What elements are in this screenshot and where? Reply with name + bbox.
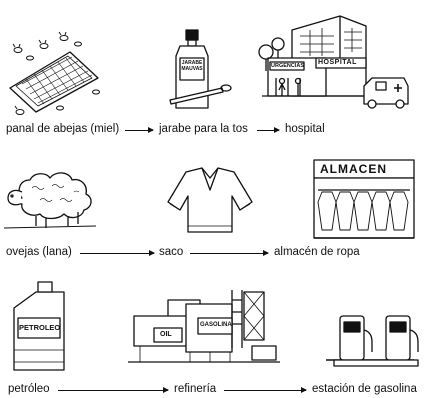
arrow-row3-b: [224, 387, 307, 393]
arrow-row2-b: [190, 250, 269, 256]
store-sign-text: ALMACEN: [320, 162, 387, 176]
label-sweater: saco: [159, 246, 184, 258]
sweater-image: [167, 167, 253, 233]
label-cough-syrup: jarabe para la tos: [159, 123, 248, 135]
arrow-row2-a: [80, 250, 155, 256]
label-sheep: ovejas (lana): [6, 246, 72, 258]
label-hospital: hospital: [285, 123, 325, 135]
clothing-store-image: [313, 159, 415, 239]
barrel-label-text: PETROLEO: [19, 323, 61, 332]
oil-barrel-image: [13, 281, 65, 371]
sheep-image: [3, 172, 97, 229]
label-petroleum: petróleo: [8, 383, 50, 395]
refinery-image: [128, 290, 280, 363]
honeycomb-image: [9, 31, 100, 115]
label-refinery: refinería: [174, 383, 217, 395]
oil-tank-text: OIL: [160, 331, 172, 338]
label-honeycomb: panal de abejas (miel): [6, 123, 120, 135]
arrow-row1-b: [257, 127, 280, 133]
gas-pumps-image: [326, 315, 419, 367]
hospital-image: [258, 15, 409, 109]
urgencias-sign-text: URGENCIAS: [271, 63, 305, 69]
gasolina-tank-text: GASOLINA: [200, 322, 232, 328]
bottle-label-text: JARABE MAUVAS: [181, 60, 203, 72]
hospital-sign-text: HOSPITAL: [318, 59, 357, 66]
arrow-row3-a: [58, 387, 169, 393]
arrow-row1-a: [125, 127, 154, 133]
label-gas-station: estación de gasolina: [312, 383, 417, 395]
label-clothing-store: almacén de ropa: [274, 246, 360, 258]
syrup-bottle-image: [169, 29, 232, 109]
